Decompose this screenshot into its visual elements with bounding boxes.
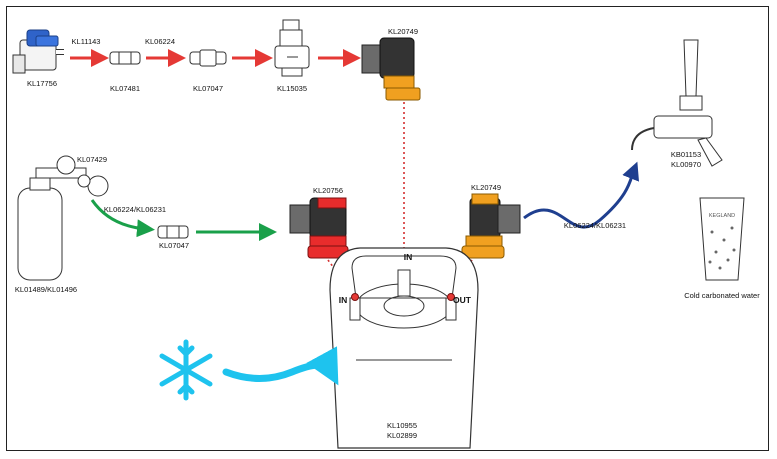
label-co2-bottle: KL01489/KL01496	[14, 285, 78, 294]
liquid-disconnect-icon	[461, 193, 521, 259]
label-top-disconnect: KL20749	[387, 27, 419, 36]
cold-arrow	[222, 346, 339, 386]
gas-disconnect-icon	[289, 197, 349, 259]
regulator-icon	[274, 19, 310, 77]
label-beer-line: KL06224/KL06231	[563, 221, 627, 230]
label-gas-hose: KL06224/KL06231	[103, 205, 167, 214]
label-joiner-2: KL07047	[192, 84, 224, 93]
gas-regulator-icon	[35, 155, 109, 197]
label-shutoff-valve: KL17756	[26, 79, 58, 88]
beer-arrow	[523, 161, 640, 229]
joiner-icon-2	[189, 49, 227, 67]
gas-arrow-1	[90, 199, 155, 238]
joiner-icon-1	[109, 51, 141, 65]
tap-icon	[631, 39, 723, 167]
label-tap-shank: KL00970	[670, 160, 702, 169]
label-post-out: OUT	[453, 295, 471, 305]
label-joiner-1: KL07481	[109, 84, 141, 93]
label-connector-1: KL11143	[71, 37, 101, 46]
label-post-in-left: IN	[338, 295, 348, 305]
label-post-in-center: IN	[403, 252, 413, 262]
glass-brand: KEGLAND	[708, 213, 736, 219]
top-disconnect-icon	[361, 37, 421, 101]
gas-joiner-icon	[157, 225, 189, 239]
label-gas-joiner: KL07047	[158, 241, 190, 250]
label-tap: KB01153	[670, 150, 702, 159]
snowflake-icon	[159, 339, 213, 401]
label-regulator: KL15035	[276, 84, 308, 93]
keg-icon	[329, 247, 479, 449]
label-glass-caption: Cold carbonated water	[684, 291, 760, 300]
co2-bottle-icon	[17, 177, 63, 281]
label-connector-2: KL06224	[144, 37, 176, 46]
label-keg-line2: KL02899	[386, 431, 418, 440]
label-gas-regulator: KL07429	[76, 155, 108, 164]
label-gas-disconnect: KL20756	[312, 186, 344, 195]
shutoff-valve-icon	[12, 29, 64, 74]
label-liquid-disconnect: KL20749	[470, 183, 502, 192]
glass-icon	[699, 197, 745, 281]
label-keg-line1: KL10955	[386, 421, 418, 430]
